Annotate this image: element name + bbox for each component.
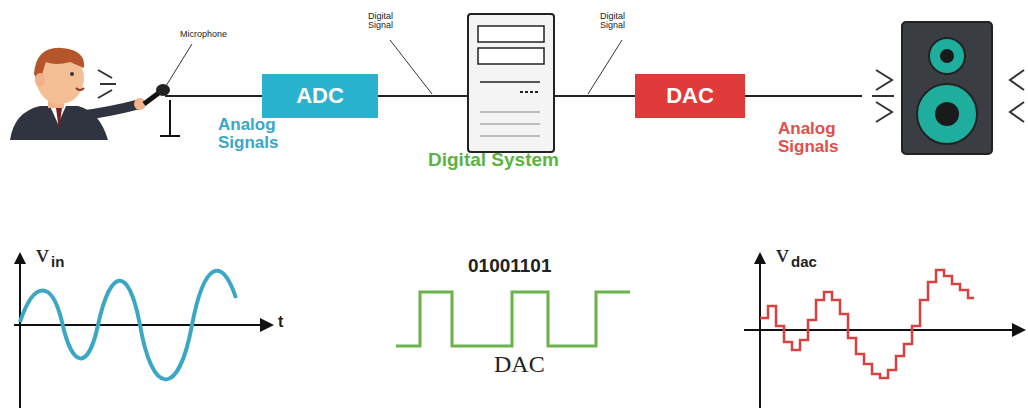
block-caption: DAC [494,352,545,377]
computer-icon [468,14,554,152]
leader-line [588,40,622,94]
box-label: DAC [666,83,714,109]
process-box: DAC [635,74,745,118]
digital-waveform [396,292,630,346]
microphone-label: Microphone [180,30,227,39]
box-label: ADC [296,83,344,109]
system-label: Digital System [428,150,559,170]
analog-label: Analog Signals [218,116,294,152]
input-waveform-plot [14,252,274,408]
person-illustration [10,48,146,140]
speaker-icon [872,22,1024,154]
analog-label: Analog Signals [778,120,854,156]
signal-label: Digital Signal [368,12,412,31]
signal-label: Digital Signal [600,12,644,31]
voltage-subscript: dac [791,254,817,270]
voltage-symbol: v [36,240,49,267]
axis-label: t [278,314,283,331]
process-box: ADC [262,74,378,118]
microphone-icon [144,84,180,136]
leader-line [390,40,432,94]
leader-line [166,44,192,86]
dac-output-plot [744,252,1026,408]
bit-string: 01001101 [468,256,552,276]
voltage-subscript: in [51,254,64,270]
voltage-symbol: v [776,240,789,267]
